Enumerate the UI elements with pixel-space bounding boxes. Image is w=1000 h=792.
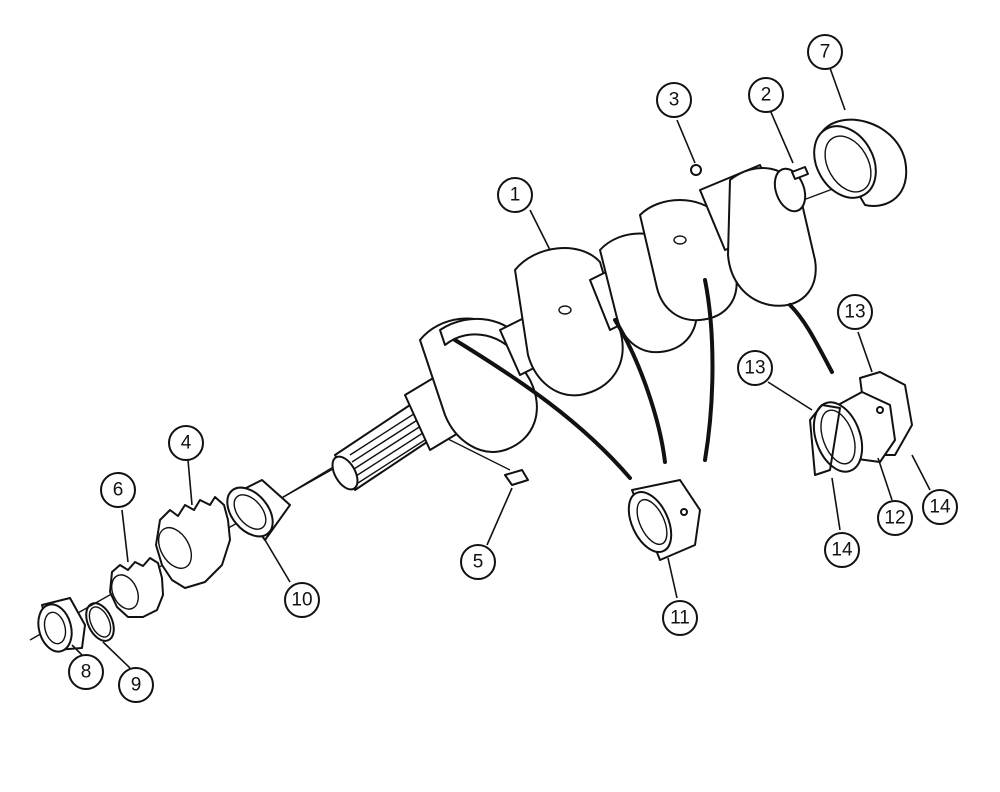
callout-label: 4: [181, 433, 192, 454]
ball-item-3: [690, 164, 702, 176]
callout-label: 10: [291, 590, 312, 611]
callout-label: 2: [761, 85, 772, 106]
gear-item-6: [109, 557, 164, 618]
callout-1: 1: [497, 177, 533, 213]
callout-label: 13: [744, 358, 765, 379]
callout-label: 1: [510, 185, 521, 206]
callout-14-left: 14: [824, 532, 860, 568]
callout-6: 6: [100, 472, 136, 508]
snap-ring-item-9: [85, 602, 115, 642]
callout-4: 4: [168, 425, 204, 461]
callout-label: 6: [113, 480, 124, 501]
callout-label: 3: [669, 90, 680, 111]
callout-12: 12: [877, 500, 913, 536]
callout-3: 3: [656, 82, 692, 118]
callout-2: 2: [748, 77, 784, 113]
callout-14-right: 14: [922, 489, 958, 525]
callout-10: 10: [284, 582, 320, 618]
callout-label: 7: [820, 42, 831, 63]
callout-label: 9: [131, 675, 142, 696]
seal-item-8: [37, 597, 86, 653]
callout-label: 14: [831, 540, 853, 561]
callout-label: 13: [844, 302, 865, 323]
callout-label: 14: [929, 497, 951, 518]
gear-item-4: [155, 496, 231, 589]
callout-5: 5: [460, 544, 496, 580]
seal-item-7: [813, 118, 908, 207]
callout-label: 5: [473, 552, 484, 573]
bearing-item-11: [627, 479, 701, 561]
callout-13-left: 13: [737, 350, 773, 386]
callout-leaders: [71, 67, 931, 669]
pin-item-2: [791, 166, 809, 180]
callout-8: 8: [68, 654, 104, 690]
callout-11: 11: [662, 600, 698, 636]
callout-7: 7: [807, 34, 843, 70]
callout-label: 8: [81, 662, 92, 683]
key-item-5: [504, 469, 529, 486]
bushing-item-10: [226, 479, 291, 541]
callout-label: 11: [670, 608, 690, 629]
callout-9: 9: [118, 667, 154, 703]
callouts: 1 2 3 4 5 6 7 8: [68, 34, 958, 703]
thrust-bearing-assembly: [809, 371, 913, 476]
callout-13-right: 13: [837, 294, 873, 330]
crankshaft: [331, 164, 817, 491]
bearing-arcs: [453, 278, 834, 480]
callout-label: 12: [884, 508, 905, 529]
